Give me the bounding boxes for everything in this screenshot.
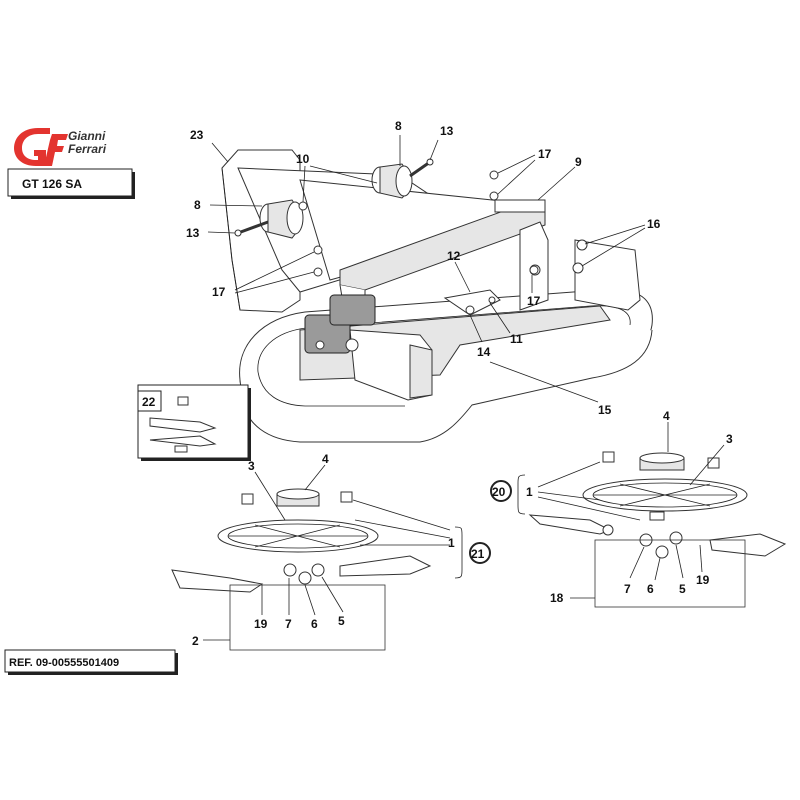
callout-11: 11 bbox=[510, 332, 523, 346]
callout-21: 21 bbox=[471, 547, 485, 561]
callout-17-top: 17 bbox=[538, 147, 552, 161]
callout-2: 2 bbox=[192, 634, 199, 648]
callout-5-right: 5 bbox=[679, 582, 686, 596]
callout-12: 12 bbox=[447, 249, 461, 263]
inset-box-22: 22 bbox=[137, 384, 251, 461]
roller-right-icon bbox=[371, 158, 434, 199]
callout-1-left: 1 bbox=[448, 536, 455, 550]
callout-13-left: 13 bbox=[186, 226, 200, 240]
callout-4-left: 4 bbox=[322, 452, 329, 466]
reference-box: REF. 09-00555501409 bbox=[4, 649, 178, 675]
callout-1-right: 1 bbox=[526, 485, 533, 499]
model-label: GT 126 SA bbox=[22, 177, 82, 191]
callout-20: 20 bbox=[492, 485, 506, 499]
callout-8-left: 8 bbox=[194, 198, 201, 212]
callout-4-right: 4 bbox=[663, 409, 670, 423]
callout-5-left: 5 bbox=[338, 614, 345, 628]
callouts-right-assembly: 4 3 20 1 7 6 5 19 18 bbox=[490, 409, 733, 605]
callout-3-right: 3 bbox=[726, 432, 733, 446]
brand-logo: GF Gianni Ferrari bbox=[14, 128, 107, 166]
mower-deck-assembly bbox=[221, 149, 653, 443]
model-box: GT 126 SA bbox=[7, 168, 135, 199]
callout-17-left: 17 bbox=[212, 285, 226, 299]
callout-19-right: 19 bbox=[696, 573, 710, 587]
brand-name-line2: Ferrari bbox=[68, 142, 107, 156]
callout-14: 14 bbox=[477, 345, 491, 359]
callout-19-left: 19 bbox=[254, 617, 268, 631]
callouts-main: 23 8 13 10 17 9 8 13 16 12 17 17 11 14 1… bbox=[186, 119, 661, 417]
callout-6-right: 6 bbox=[647, 582, 654, 596]
callout-23: 23 bbox=[190, 128, 204, 142]
callout-13-top: 13 bbox=[440, 124, 454, 138]
brand-name-line1: Gianni bbox=[68, 129, 106, 143]
roller-left-icon bbox=[234, 199, 304, 239]
callouts-left-assembly: 3 4 1 21 19 7 6 5 2 bbox=[192, 452, 491, 648]
reference-label: REF. 09-00555501409 bbox=[9, 657, 119, 669]
logo-mark-icon: GF bbox=[14, 128, 68, 166]
callout-8-top: 8 bbox=[395, 119, 402, 133]
callout-7-left: 7 bbox=[285, 617, 292, 631]
callout-10: 10 bbox=[296, 152, 310, 166]
blade-assembly-left bbox=[171, 488, 432, 651]
blade-assembly-right bbox=[528, 451, 787, 608]
callout-7-right: 7 bbox=[624, 582, 631, 596]
callout-6-left: 6 bbox=[311, 617, 318, 631]
callout-17-right: 17 bbox=[527, 294, 541, 308]
callout-16: 16 bbox=[647, 217, 661, 231]
callout-18: 18 bbox=[550, 591, 564, 605]
callout-22: 22 bbox=[142, 395, 156, 409]
callout-9: 9 bbox=[575, 155, 582, 169]
callout-3-left: 3 bbox=[248, 459, 255, 473]
callout-15: 15 bbox=[598, 403, 612, 417]
